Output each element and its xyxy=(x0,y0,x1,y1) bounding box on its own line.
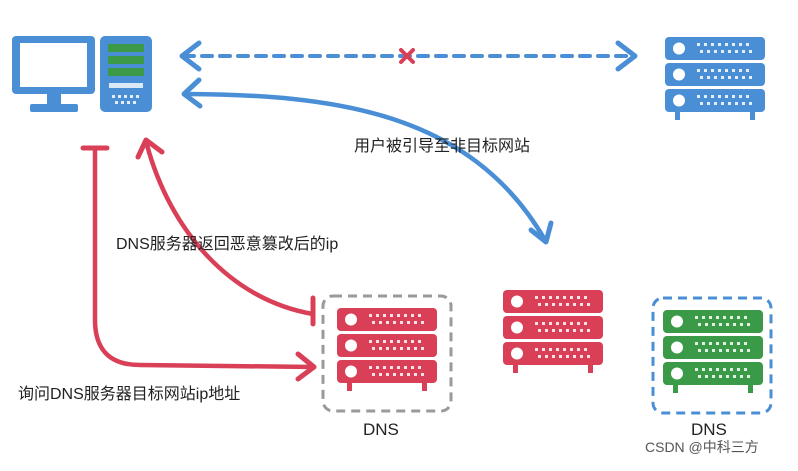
target-website-server-icon xyxy=(665,37,765,120)
fake-website-server-icon xyxy=(503,290,603,373)
redirect-arrow xyxy=(181,77,554,245)
redirect-label: 用户被引导至非目标网站 xyxy=(354,138,531,155)
tampered-reply-arrow xyxy=(135,137,316,327)
legit-dns-server-icon xyxy=(651,296,773,415)
blocked-connection-arrow xyxy=(179,40,638,72)
malicious-dns-label: DNS xyxy=(363,420,399,439)
monitor-icon xyxy=(12,36,95,112)
watermark: CSDN @中科三方 xyxy=(645,439,759,455)
dns-query-label: 询问DNS服务器目标网站ip地址 xyxy=(18,386,241,403)
malicious-dns-server-icon xyxy=(321,294,453,413)
user-computer-icon xyxy=(12,36,152,112)
legit-dns-label: DNS xyxy=(691,420,727,439)
pc-tower-icon xyxy=(100,36,152,112)
tampered-reply-label: DNS服务器返回恶意篡改后的ip xyxy=(116,236,339,253)
dns-query-arrow xyxy=(80,145,317,382)
blocked-x-icon xyxy=(399,48,415,64)
